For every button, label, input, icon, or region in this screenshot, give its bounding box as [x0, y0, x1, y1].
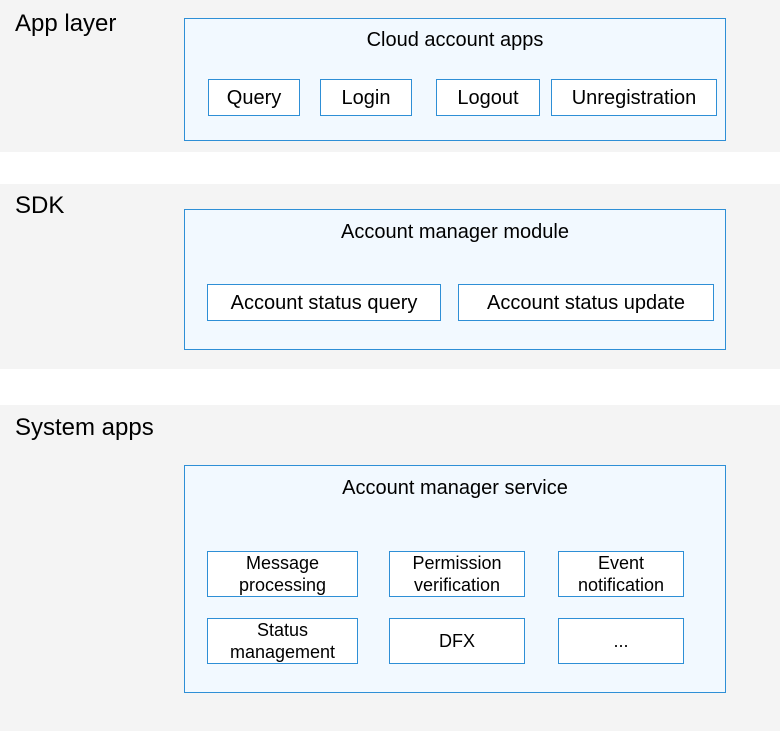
account-manager-service-group: Account manager service Message processi… — [184, 465, 726, 693]
sdk-layer: SDK Account manager module Account statu… — [0, 184, 780, 369]
dfx-box: DFX — [389, 618, 525, 664]
account-manager-module-group: Account manager module Account status qu… — [184, 209, 726, 350]
more-label: ... — [613, 631, 629, 651]
account-status-update-box: Account status update — [458, 284, 714, 321]
permission-verification-line1: Permission — [412, 553, 502, 573]
event-notification-box: Event notification — [558, 551, 684, 597]
account-status-query-box: Account status query — [207, 284, 441, 321]
more-box: ... — [558, 618, 684, 664]
login-box: Login — [320, 79, 412, 116]
permission-verification-box: Permission verification — [389, 551, 525, 597]
system-apps-layer: System apps Account manager service Mess… — [0, 405, 780, 731]
sdk-layer-label: SDK — [15, 192, 65, 219]
query-box: Query — [208, 79, 300, 116]
message-processing-line1: Message — [245, 553, 320, 573]
permission-verification-line2: verification — [413, 575, 501, 595]
status-management-box: Status management — [207, 618, 358, 664]
cloud-account-apps-title: Cloud account apps — [366, 29, 544, 51]
message-processing-line2: processing — [238, 575, 327, 595]
logout-box: Logout — [436, 79, 540, 116]
app-layer-label: App layer — [15, 10, 117, 37]
unregistration-box: Unregistration — [551, 79, 717, 116]
account-manager-module-title: Account manager module — [341, 221, 569, 243]
message-processing-box: Message processing — [207, 551, 358, 597]
status-management-line1: Status — [256, 620, 308, 640]
dfx-label: DFX — [439, 631, 475, 651]
account-manager-service-title: Account manager service — [342, 477, 568, 499]
cloud-account-apps-group: Cloud account apps Query Login Logout Un… — [184, 18, 726, 141]
system-apps-layer-label: System apps — [15, 414, 154, 441]
app-layer: App layer Cloud account apps Query Login… — [0, 0, 780, 152]
event-notification-line1: Event — [597, 553, 645, 573]
event-notification-line2: notification — [577, 575, 665, 595]
status-management-line2: management — [229, 642, 336, 662]
